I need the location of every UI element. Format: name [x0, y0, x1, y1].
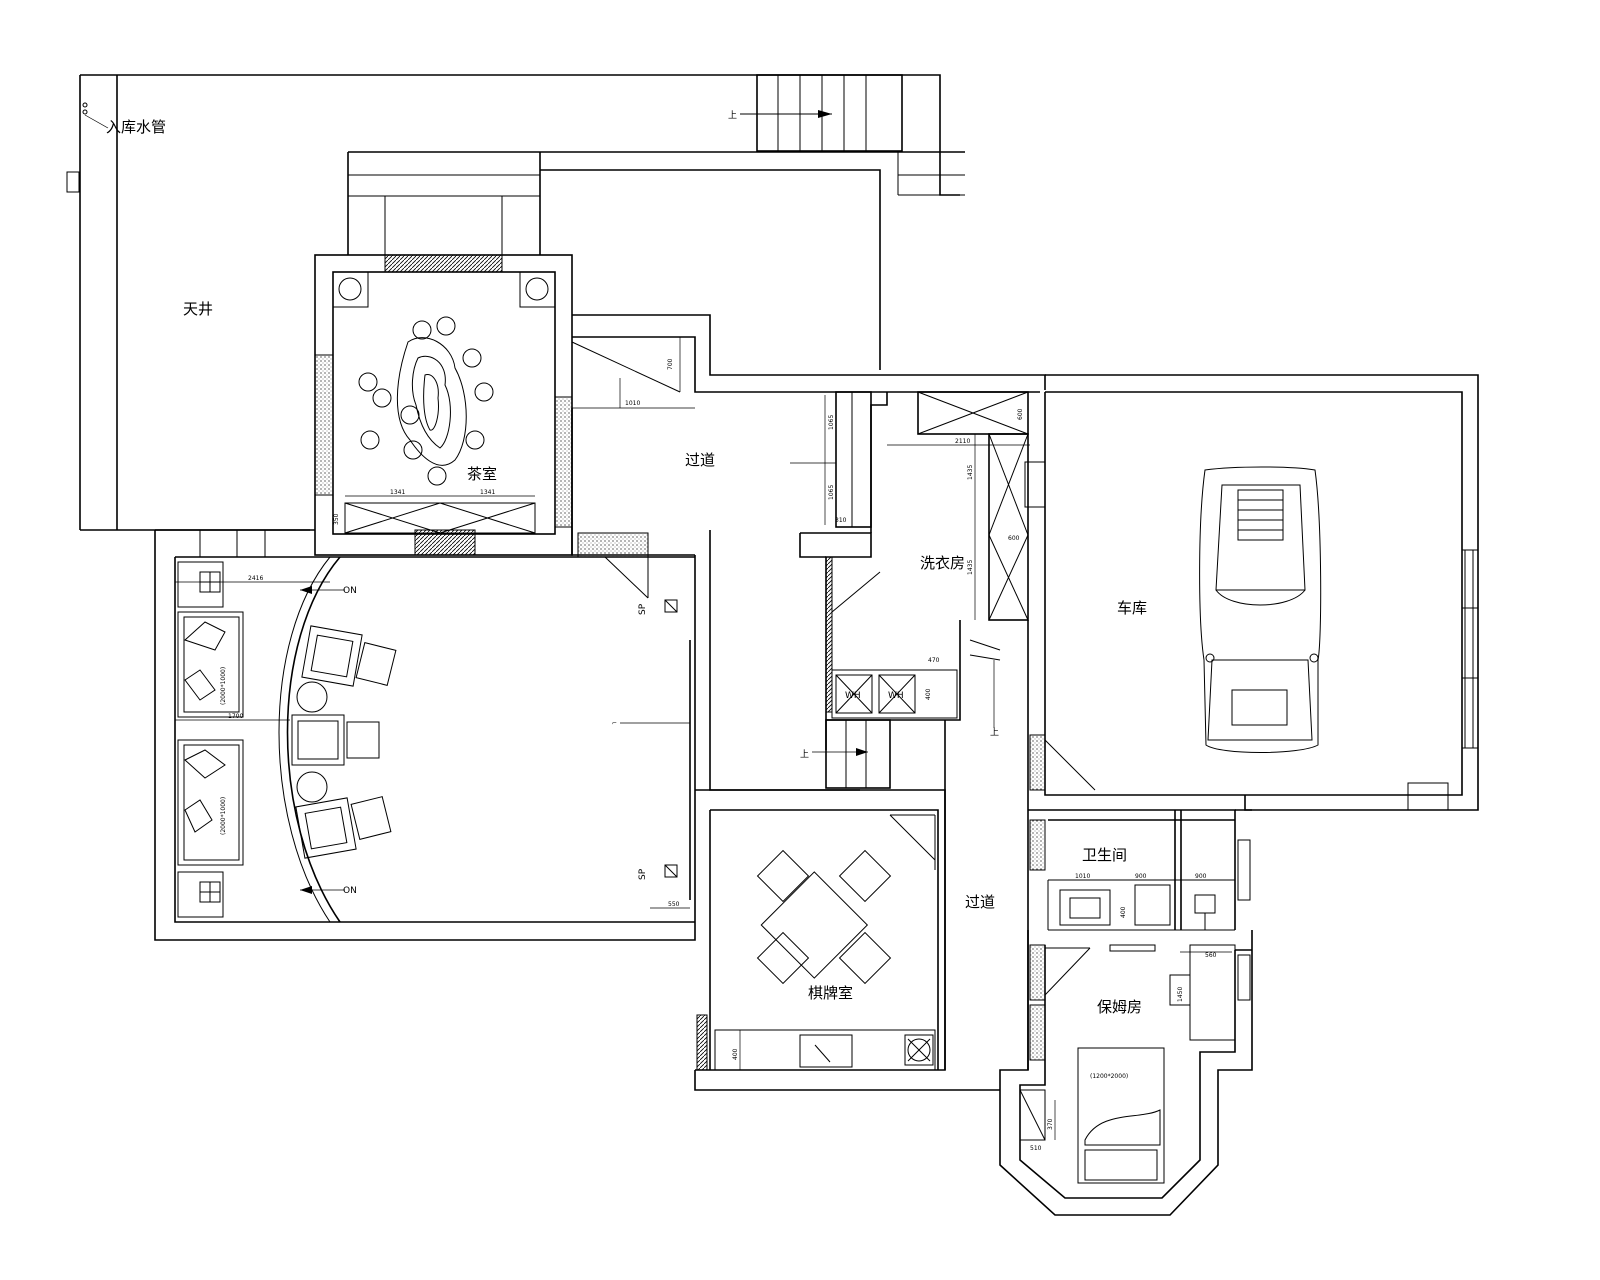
dim-310: 310 [835, 517, 847, 524]
living-room: ⌐ SP SP 550 ON ON 2416 1700 [154, 529, 696, 941]
courtyard-walls [66, 74, 965, 531]
room-label-nanny-room: 保姆房 [1097, 998, 1142, 1016]
on-label-1: ON [343, 586, 357, 596]
sofa-size-2: (2000*1000) [220, 797, 227, 835]
dim-400c: 400 [732, 1048, 739, 1060]
stair-up-label-2: 上 [800, 749, 809, 760]
wh-label-2: WH [888, 691, 904, 701]
dim-1435a: 1435 [967, 465, 974, 480]
sp-label-2: SP [638, 868, 648, 880]
tea-room: 1341 1341 350 茶室 [314, 254, 573, 556]
dim-400b: 400 [1120, 906, 1127, 918]
dim-1010: 1010 [625, 400, 640, 407]
water-pipe-label: 入库水管 [106, 118, 166, 136]
wh-label-1: WH [845, 691, 861, 701]
room-label-chess-room: 棋牌室 [808, 984, 853, 1002]
dim-2110: 2110 [955, 438, 970, 445]
dim-560: 560 [1205, 952, 1217, 959]
dim-1065b: 1065 [828, 485, 835, 500]
dim-tea-1341b: 1341 [480, 489, 495, 496]
dim-2416: 2416 [248, 575, 263, 582]
dim-400: 400 [925, 688, 932, 700]
on-label-2: ON [343, 886, 357, 896]
garage: 车库 [1024, 374, 1479, 811]
dim-1010b: 1010 [1075, 873, 1090, 880]
dim-1065: 1065 [828, 415, 835, 430]
sp-label-1: SP [638, 603, 648, 615]
dim-600b: 600 [1008, 535, 1020, 542]
sofa-size-1: (2000*1000) [220, 667, 227, 705]
dim-1435b: 1435 [967, 560, 974, 575]
screen-mark: ⌐ [612, 720, 617, 727]
bed-size: (1200*2000) [1090, 1073, 1128, 1080]
dim-900a: 900 [1135, 873, 1147, 880]
bathroom: 1010 900 900 400 卫生间 [1028, 809, 1252, 931]
stair-up-top: 上 [728, 110, 737, 121]
dim-700: 700 [667, 358, 674, 370]
dim-370: 370 [1047, 1118, 1054, 1130]
dim-tea-350: 350 [333, 513, 340, 525]
room-label-garage: 车库 [1117, 599, 1147, 617]
room-label-corridor-top: 过道 [685, 451, 715, 469]
dim-470: 470 [928, 657, 940, 664]
chess-room: 棋牌室 400 [694, 789, 1000, 1091]
room-label-bathroom: 卫生间 [1082, 846, 1127, 864]
dim-600a: 600 [1017, 408, 1024, 420]
dim-tea-1341: 1341 [390, 489, 405, 496]
stair-up-label-3: 上 [990, 727, 999, 738]
room-label-corridor-bottom: 过道 [965, 893, 995, 911]
dim-510: 510 [1030, 1145, 1042, 1152]
room-label-courtyard: 天井 [183, 300, 213, 318]
laundry-room: 2110 600 1435 1435 600 洗衣房 WH WH 470 400… [800, 391, 1030, 789]
water-pipe-marker: 入库水管 [82, 102, 166, 136]
dim-550: 550 [668, 901, 680, 908]
room-label-tea-room: 茶室 [467, 465, 497, 483]
stair-up-label-1: 上 [728, 110, 737, 121]
dim-900b: 900 [1195, 873, 1207, 880]
dim-1450: 1450 [1177, 987, 1184, 1002]
nanny-room: 560 1450 保姆房 (1200*2000) 370 510 [999, 930, 1253, 1216]
room-label-laundry: 洗衣房 [920, 554, 965, 572]
